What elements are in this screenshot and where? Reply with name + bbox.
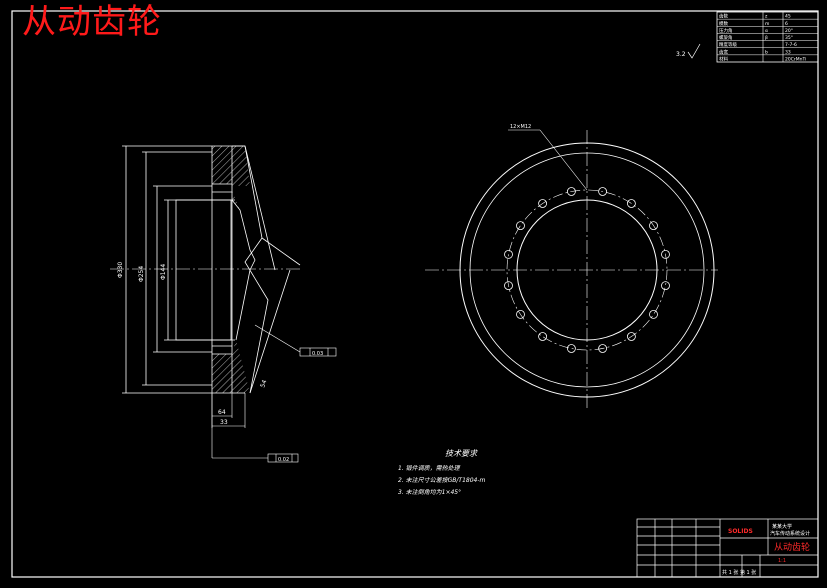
bolt-hole (649, 309, 658, 319)
bolt-hole (516, 221, 525, 231)
roughness-mark: 3.2 (676, 43, 701, 59)
param-cell: 6 (785, 21, 788, 27)
dim-d3: Φ144 (160, 264, 167, 280)
technical-requirements: 技术要求 1. 锻件调质，需热处理 2. 未注尺寸公差按GB/T1804-m 3… (398, 449, 486, 496)
width-dimensions (211, 393, 268, 459)
school-line-2: 汽车传动系统设计 (770, 530, 810, 537)
title-sheet: 共 1 张 第 1 张 (722, 569, 756, 576)
title-block (636, 518, 819, 578)
bolt-hole (598, 187, 607, 196)
tech-req-2: 2. 未注尺寸公差按GB/T1804-m (398, 476, 486, 484)
front-view (425, 130, 718, 410)
dim-w1: 54 (259, 379, 268, 389)
school-line-1: 某某大学 (772, 523, 792, 530)
title-stamp: 从动齿轮 (22, 2, 162, 42)
bolt-hole (538, 199, 547, 208)
bolt-hole (661, 249, 670, 259)
param-cell: 33 (785, 49, 791, 55)
param-cell: 35° (785, 35, 793, 41)
tolerance-frame-2: 0.02 (267, 453, 299, 463)
param-cell: 20° (785, 28, 793, 34)
tech-req-1: 1. 锻件调质，需热处理 (398, 464, 461, 472)
param-cell: z (765, 15, 768, 20)
dim-d1: Φ330 (117, 262, 124, 278)
bolt-hole (567, 344, 576, 353)
param-cell: 材料 (719, 56, 728, 63)
param-cell: 齿数 (719, 13, 728, 20)
bolt-hole (649, 221, 658, 231)
dim-w3: 33 (220, 419, 228, 426)
tech-req-heading: 技术要求 (445, 449, 478, 458)
param-cell: α (765, 29, 768, 34)
title-part-name: 从动齿轮 (774, 541, 810, 553)
parameter-table: 齿数 z 45 模数 m 6 压力角 α 20° 螺旋角 β 35° 精度等级 7-7-6 齿宽 b 33 材料 2… (716, 11, 819, 63)
bolt-hole (598, 344, 607, 353)
title-red-mark: SOLIDS (728, 528, 753, 535)
param-cell: 螺旋角 (719, 34, 733, 41)
param-cell: 20CrMnTi (785, 57, 806, 63)
section-dimensions: Φ330 Φ254 Φ144 54 (117, 262, 269, 389)
bolt-hole (627, 199, 636, 208)
param-cell: β (765, 35, 768, 41)
param-cell: 齿宽 (719, 48, 728, 55)
dim-w2: 64 (218, 409, 226, 416)
sheet-border (11, 10, 819, 578)
bolt-hole (504, 249, 513, 259)
param-cell: 精度等级 (719, 41, 737, 48)
param-cell: 压力角 (719, 27, 733, 34)
bolt-hole (538, 332, 547, 341)
hole-note: 12×M12 (510, 124, 531, 130)
param-cell: m (765, 22, 769, 27)
bolt-hole (627, 332, 636, 341)
dim-d2: Φ254 (138, 266, 145, 282)
section-hatching (212, 146, 250, 393)
svg-text:0.03: 0.03 (312, 351, 323, 357)
hole-leader: 12×M12 (508, 124, 588, 191)
bolt-hole (567, 187, 576, 196)
param-cell: 45 (785, 14, 791, 20)
bolt-hole (661, 281, 670, 291)
title-footer-red: 1:1 (778, 558, 786, 564)
svg-text:3.2: 3.2 (676, 51, 686, 58)
param-cell: b (765, 49, 768, 55)
param-cell: 模数 (719, 20, 728, 27)
bolt-hole (504, 281, 513, 291)
bolt-hole (516, 309, 525, 319)
param-cell: 7-7-6 (785, 42, 797, 48)
tolerance-frame-1: 0.03 (254, 324, 337, 357)
tech-req-3: 3. 未注倒角均为1×45° (398, 488, 461, 496)
svg-text:0.02: 0.02 (278, 457, 289, 463)
